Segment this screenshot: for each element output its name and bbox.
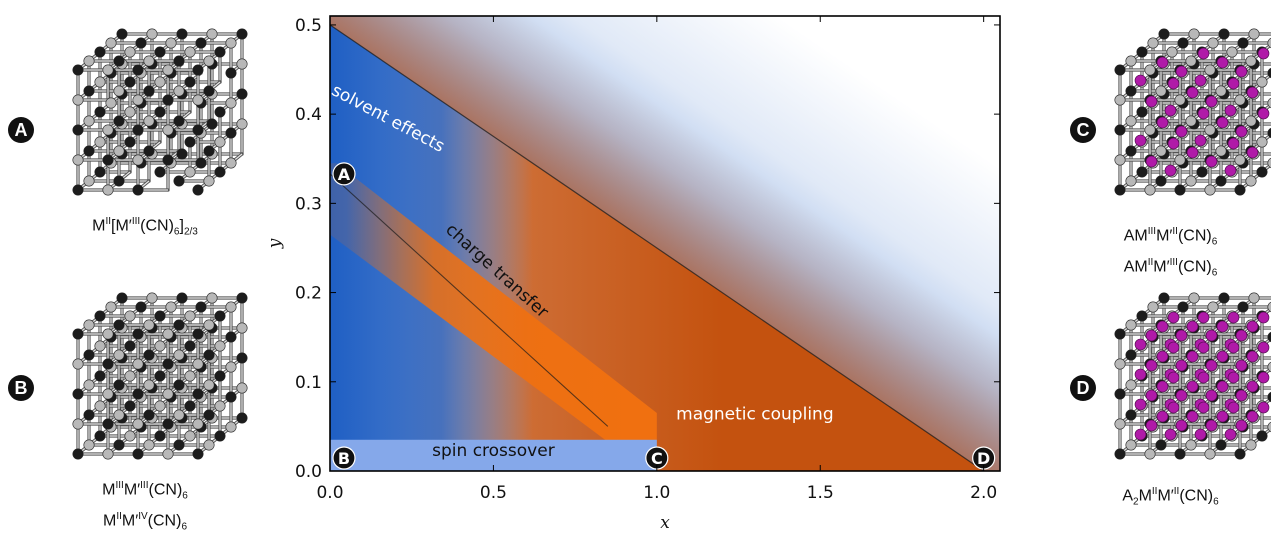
y-tick-label: 0.1	[295, 373, 322, 393]
x-tick-label: 2.0	[970, 483, 997, 503]
point-marker-a: A	[332, 162, 356, 186]
point-label-c: C	[651, 449, 663, 468]
y-axis-title: y	[270, 238, 285, 249]
y-tick-label: 0.2	[295, 284, 322, 304]
crystal-structure-d	[1114, 292, 1271, 460]
coupling-haze	[330, 16, 1000, 471]
point-label-d: D	[977, 449, 990, 468]
x-axis-title: x	[660, 513, 670, 532]
y-tick-label: 0.4	[295, 105, 322, 125]
dopant-atoms	[1134, 47, 1270, 177]
point-marker-c: C	[645, 446, 669, 470]
boundary-line-main	[330, 24, 984, 471]
plot-frame	[329, 15, 1001, 472]
crystal-structure-a	[72, 28, 248, 196]
crystal-panel-a: A MII[M′III(CN)6]2/3	[0, 0, 270, 255]
x-tick-label: 1.0	[643, 483, 670, 503]
charge-transfer-band	[330, 163, 657, 445]
badge-a: A	[8, 117, 34, 143]
dopant-atoms	[1134, 311, 1270, 441]
badge-c: C	[1070, 117, 1096, 143]
region-label-magnetic-coupling: magnetic coupling	[676, 404, 833, 424]
formula-a: MII[M′III(CN)6]2/3	[92, 216, 198, 238]
y-tick-label: 0.3	[295, 194, 322, 214]
region-label-spin-crossover: spin crossover	[432, 441, 555, 461]
crystal-structure-c	[1114, 28, 1271, 196]
point-label-a: A	[338, 165, 351, 184]
metal-atoms	[72, 28, 248, 196]
y-tick-label: 0.0	[295, 462, 322, 482]
crystal-panel-d: D A2MIIM′II(CN)6	[1070, 268, 1271, 532]
badge-b: B	[8, 375, 34, 401]
badge-d: D	[1070, 375, 1096, 401]
boundary-line-charge-transfer	[330, 173, 609, 427]
x-tick-label: 1.5	[807, 483, 834, 503]
point-marker-b: B	[332, 446, 356, 470]
metal-atoms	[72, 292, 248, 460]
formula-d: A2MIIM′II(CN)6	[1122, 486, 1219, 508]
point-label-b: B	[338, 449, 350, 468]
y-tick-label: 0.5	[295, 16, 322, 36]
point-marker-d: D	[972, 446, 996, 470]
x-tick-label: 0.5	[480, 483, 507, 503]
crystal-structure-b	[72, 292, 248, 460]
x-tick-label: 0.0	[316, 483, 343, 503]
